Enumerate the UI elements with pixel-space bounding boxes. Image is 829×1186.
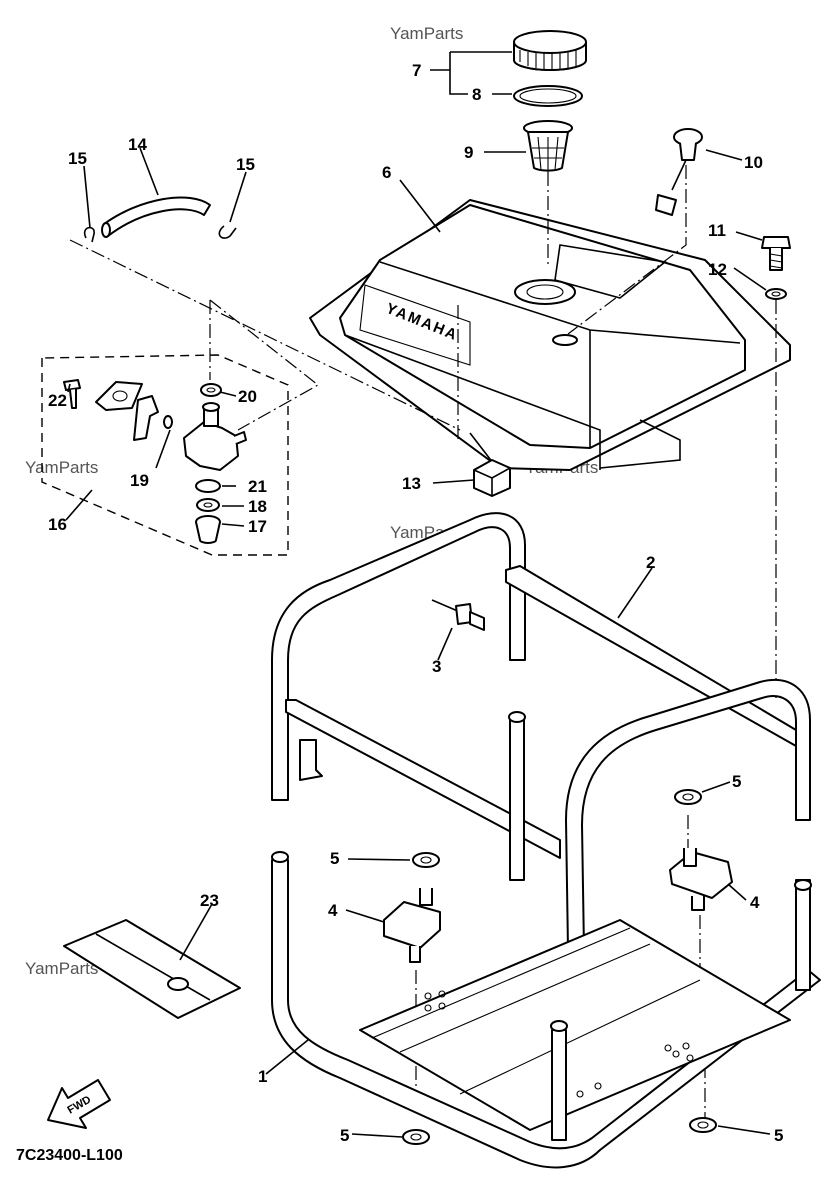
upper-frame[interactable] — [271, 512, 811, 951]
fuel-cock-gasket[interactable] — [95, 381, 143, 411]
fuel-cock-washer-bottom[interactable] — [196, 498, 220, 512]
watermark-left-upper: YamParts — [25, 458, 98, 477]
callout-11: 11 — [708, 221, 726, 240]
callout-15-right: 15 — [236, 155, 255, 174]
callout-8: 8 — [472, 85, 481, 104]
callout-5-top-left: 5 — [330, 849, 339, 868]
callout-5-bottom-right: 5 — [774, 1126, 783, 1145]
callout-13: 13 — [402, 474, 421, 493]
callout-6: 6 — [382, 163, 391, 182]
callout-19: 19 — [130, 471, 149, 490]
watermark-top: YamParts — [390, 24, 463, 43]
fuel-cock-washer-top[interactable] — [200, 383, 222, 397]
callout-5-top-right: 5 — [732, 772, 741, 791]
fuel-cock-screw[interactable] — [63, 379, 81, 409]
callout-22: 22 — [48, 391, 67, 410]
fuel-tank[interactable]: YAMAHA — [309, 199, 791, 473]
callout-23: 23 — [200, 891, 219, 910]
callout-4-right: 4 — [750, 893, 760, 912]
flange-nut-bottom-right[interactable] — [689, 1117, 717, 1133]
fuel-cock-cup[interactable] — [195, 515, 221, 544]
fuel-cap-gasket[interactable] — [513, 85, 583, 107]
leader-lines — [65, 51, 771, 1138]
callout-9: 9 — [464, 143, 473, 162]
hose-clip-right[interactable] — [218, 225, 237, 239]
flange-nut-bottom-left[interactable] — [402, 1129, 430, 1145]
tool-bag[interactable] — [63, 919, 241, 1019]
forward-arrow: FWD — [47, 1079, 111, 1129]
callout-12: 12 — [708, 260, 727, 279]
diagram-part-code: 7C23400-L100 — [16, 1147, 123, 1164]
fuel-cock-box — [41, 354, 289, 556]
callout-4-left: 4 — [328, 901, 338, 920]
tank-cushion[interactable] — [473, 459, 511, 497]
callout-2: 2 — [646, 553, 655, 572]
engine-mount-right[interactable] — [669, 848, 733, 911]
frame-holes — [424, 990, 694, 1098]
lower-frame[interactable] — [271, 711, 821, 1169]
hose-clip-left[interactable] — [83, 226, 95, 243]
callout-18: 18 — [248, 497, 267, 516]
callout-14: 14 — [128, 135, 147, 154]
callout-5-bottom-left: 5 — [340, 1126, 349, 1145]
callout-15-left: 15 — [68, 149, 87, 168]
fuel-strainer[interactable] — [523, 120, 573, 172]
callout-20: 20 — [238, 387, 257, 406]
fuel-gauge[interactable] — [655, 128, 703, 216]
callout-10: 10 — [744, 153, 763, 172]
frame-rivet[interactable] — [431, 599, 485, 631]
tank-washer[interactable] — [765, 288, 787, 300]
callout-7: 7 — [412, 61, 421, 80]
fuel-cock-body[interactable] — [183, 402, 247, 471]
watermark-left-lower: YamParts — [25, 959, 98, 978]
callout-21: 21 — [248, 477, 267, 496]
callouts: 1 2 3 4 4 5 5 5 5 6 7 8 9 10 11 12 13 14… — [48, 61, 783, 1145]
engine-mount-left[interactable] — [383, 888, 441, 963]
callout-16: 16 — [48, 515, 67, 534]
fuel-hose[interactable] — [101, 196, 211, 238]
callout-3: 3 — [432, 657, 441, 676]
fuel-cock-lever[interactable] — [133, 395, 173, 441]
flange-nut-top-left[interactable] — [412, 852, 440, 868]
tank-bolt[interactable] — [761, 236, 791, 271]
callout-1: 1 — [258, 1067, 267, 1086]
fuel-cap[interactable] — [513, 30, 587, 71]
callout-17: 17 — [248, 517, 267, 536]
flange-nut-top-right[interactable] — [674, 789, 702, 805]
fuel-cock-oring[interactable] — [195, 479, 221, 493]
